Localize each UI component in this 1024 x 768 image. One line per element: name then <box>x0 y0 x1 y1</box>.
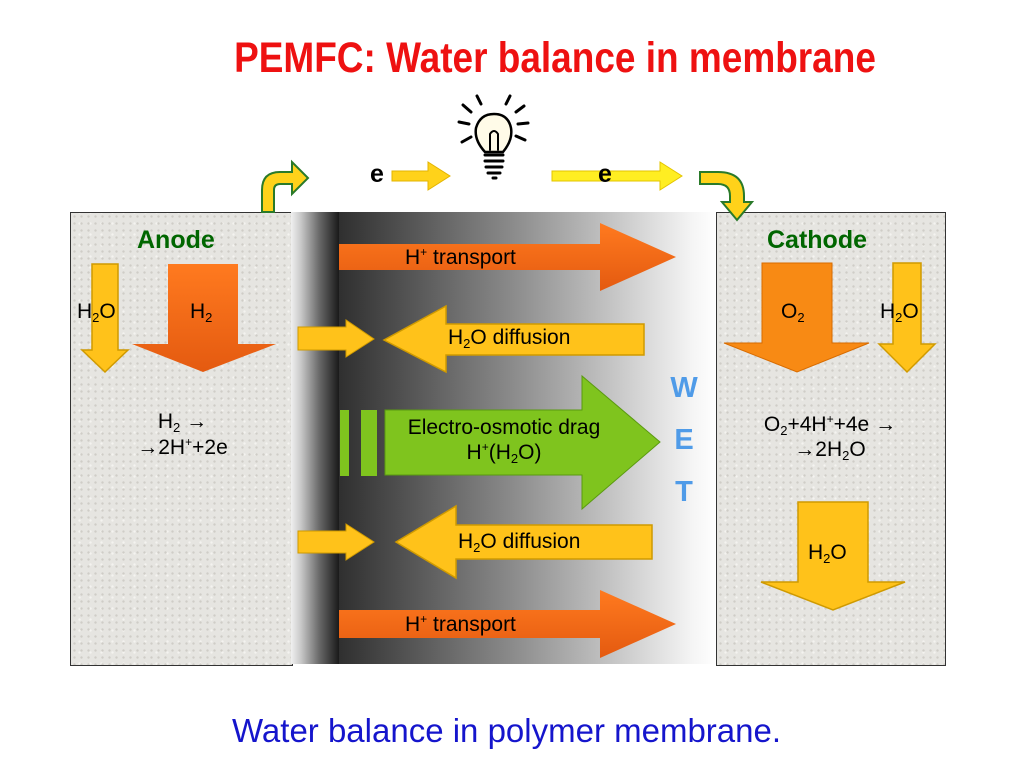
anode-reaction-line2: →2H++2e <box>137 435 228 459</box>
curved-arrow-icon <box>261 159 310 213</box>
diffusion-top-arrow <box>382 304 645 374</box>
cathode-product-water-label: H2O <box>808 541 847 566</box>
cathode-oxygen-label: O2 <box>781 300 805 325</box>
cathode-heading: Cathode <box>767 226 867 254</box>
anode-hydrogen-label: H2 <box>190 300 213 325</box>
anode-water-label: H2O <box>77 300 116 325</box>
anode-reaction: H2 → →2H++2e <box>80 410 285 460</box>
drag-line1: Electro-osmotic drag <box>407 416 601 439</box>
wet-letter: W <box>670 372 698 404</box>
h-transport-top-label: H+ transport <box>405 245 516 269</box>
cathode-water-label: H2O <box>880 300 919 325</box>
cathode-oxygen-arrow <box>723 262 870 373</box>
caption: Water balance in polymer membrane. <box>232 712 782 749</box>
h-transport-bottom-label: H+ transport <box>405 612 516 636</box>
cathode-reaction-line2: →2H2O <box>794 438 866 463</box>
diffusion-bottom-arrow <box>394 504 653 580</box>
electro-osmotic-drag-label: Electro-osmotic drag H+(H2O) <box>372 416 636 466</box>
electro-osmotic-drag-arrow <box>340 374 661 511</box>
anode-hydrogen-arrow <box>132 264 276 372</box>
electron-arrow-icon <box>551 161 683 191</box>
electron-arrow-icon <box>391 161 451 191</box>
wet-letter: T <box>675 476 693 508</box>
anode-reaction-line1: H2 → <box>157 410 208 435</box>
wet-letter: E <box>674 424 694 456</box>
drag-line2: H+(H2O) <box>466 440 542 466</box>
membrane-edge <box>291 212 339 664</box>
h-transport-top-arrow <box>339 223 676 291</box>
cathode-product-water-arrow <box>760 501 906 611</box>
cathode-water-arrow <box>877 262 937 374</box>
anode-heading: Anode <box>137 226 215 254</box>
wet-label: W E T <box>666 362 702 518</box>
cathode-reaction-line1: O2+4H++4e → <box>763 412 897 438</box>
electron-label-right: e <box>598 160 612 188</box>
page-title: PEMFC: Water balance in membrane <box>234 34 876 82</box>
curved-arrow-icon <box>699 171 755 222</box>
anode-water-arrow <box>80 263 130 374</box>
electron-label-left: e <box>370 160 384 188</box>
diffusion-bottom-label: H2O diffusion <box>458 530 581 555</box>
left-flow-arrow-bottom <box>297 523 375 561</box>
h-transport-bottom-arrow <box>339 590 676 658</box>
light-bulb-icon <box>457 94 530 180</box>
diffusion-top-label: H2O diffusion <box>448 326 571 351</box>
left-flow-arrow-top <box>297 319 375 358</box>
cathode-reaction: O2+4H++4e → →2H2O <box>724 412 936 463</box>
